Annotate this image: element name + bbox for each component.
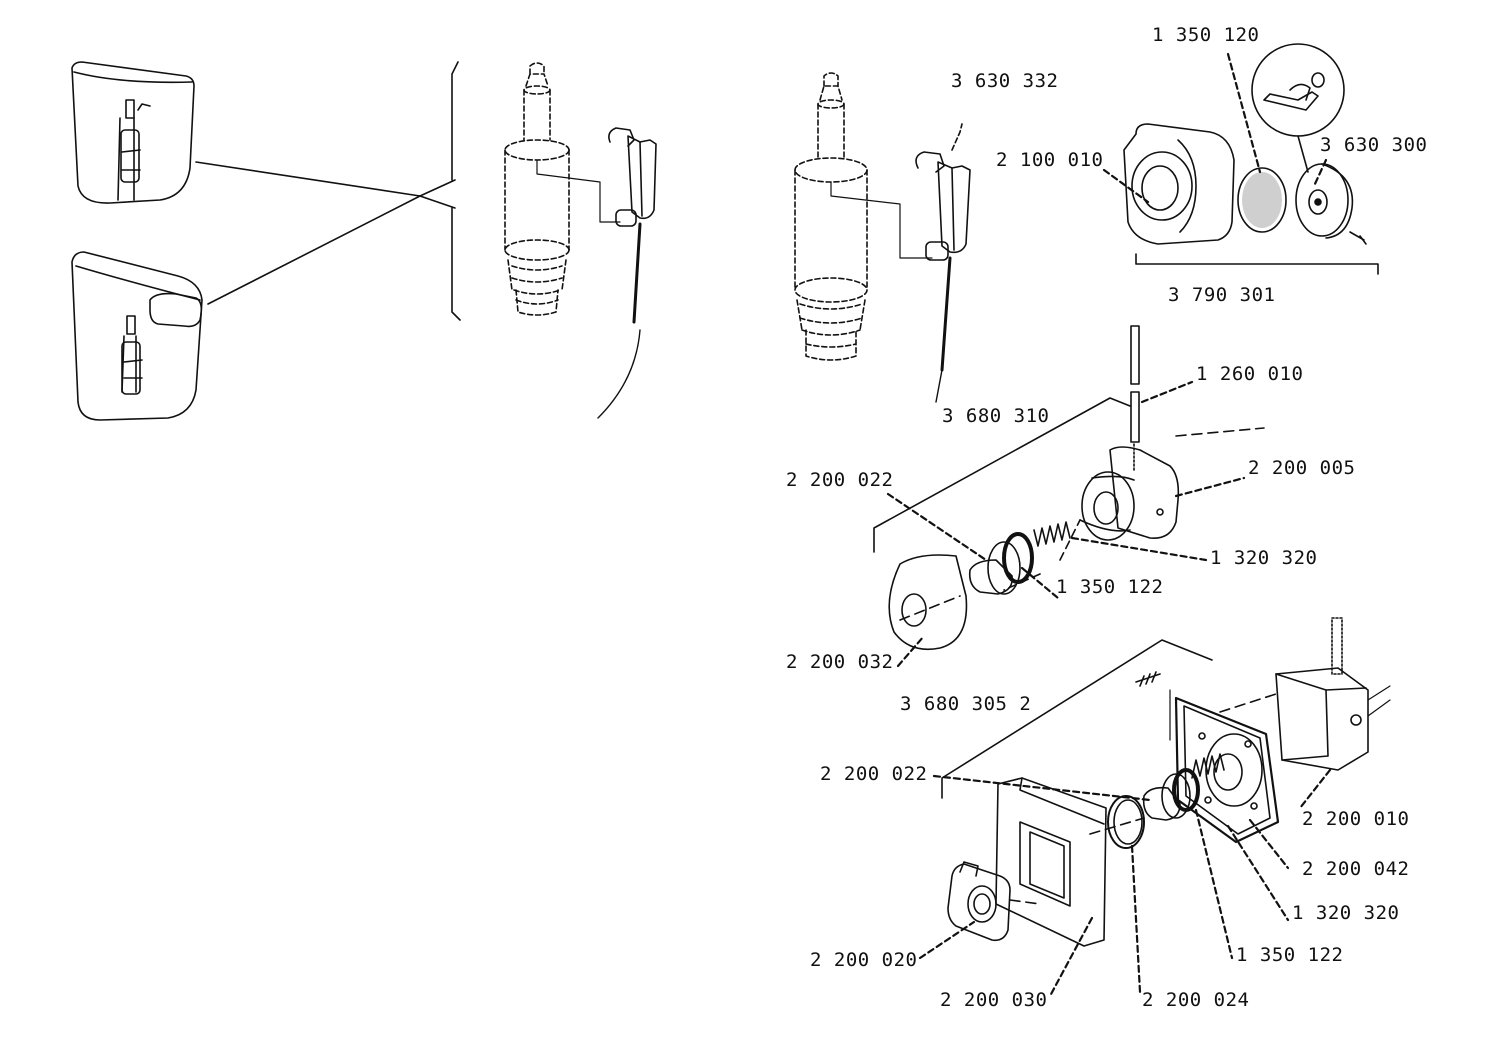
label-2-200-020: 2 200 020 <box>810 949 918 971</box>
junction-box-icon <box>1275 617 1391 771</box>
label-2-200-042: 2 200 042 <box>1302 858 1410 880</box>
label-3-790-301: 3 790 301 <box>1168 284 1276 306</box>
label-2-100-010: 2 100 010 <box>996 149 1104 171</box>
assembly-bracket <box>941 639 1213 799</box>
assembly-bracket <box>873 397 1131 553</box>
label-2-200-022-upper: 2 200 022 <box>786 469 894 491</box>
plunger-icon <box>1142 786 1181 821</box>
label-2-200-005: 2 200 005 <box>1248 457 1356 479</box>
cistern-icon <box>71 251 203 421</box>
detail-bracket <box>451 61 461 321</box>
label-2-200-030: 2 200 030 <box>940 989 1048 1011</box>
wall-plate-icon <box>1123 123 1235 245</box>
label-1-350-120: 1 350 120 <box>1152 24 1260 46</box>
screw-icon <box>1135 671 1161 687</box>
label-2-200-010: 2 200 010 <box>1302 808 1410 830</box>
label-1-260-010: 1 260 010 <box>1196 363 1304 385</box>
label-2-200-022-lower: 2 200 022 <box>820 763 928 785</box>
label-1-350-122-lower: 1 350 122 <box>1236 944 1344 966</box>
label-2-200-024: 2 200 024 <box>1142 989 1250 1011</box>
magnified-detail-icon <box>1251 43 1345 173</box>
flush-valve-icon <box>794 72 868 361</box>
spring-icon <box>1191 753 1225 779</box>
push-button-icon <box>947 861 1011 942</box>
cover-icon <box>1295 163 1367 245</box>
label-1-320-320-lower: 1 320 320 <box>1292 902 1400 924</box>
flush-valve-icon <box>504 62 570 316</box>
label-3-630-332: 3 630 332 <box>951 70 1059 92</box>
label-1-320-320-upper: 1 320 320 <box>1210 547 1318 569</box>
seal-icon <box>1161 768 1200 819</box>
label-3-680-310: 3 680 310 <box>942 405 1050 427</box>
diaphragm-icon <box>1237 167 1287 233</box>
label-3-630-300: 3 630 300 <box>1320 134 1428 156</box>
label-3-680-305-2: 3 680 305 2 <box>900 693 1032 715</box>
knob-icon <box>888 554 968 651</box>
push-button-icon <box>1079 446 1180 541</box>
detail-callout <box>195 161 421 305</box>
cistern-icon <box>71 61 195 204</box>
label-2-200-032: 2 200 032 <box>786 651 894 673</box>
plunger-icon <box>968 559 1014 595</box>
spring-icon <box>1033 521 1071 547</box>
ring-icon <box>1107 795 1145 849</box>
assembly-bracket <box>1135 253 1379 275</box>
pneumatic-actuator-icon <box>915 151 971 403</box>
label-1-350-122-upper: 1 350 122 <box>1056 576 1164 598</box>
seal-icon <box>987 532 1034 595</box>
pneumatic-actuator-icon <box>597 127 657 419</box>
